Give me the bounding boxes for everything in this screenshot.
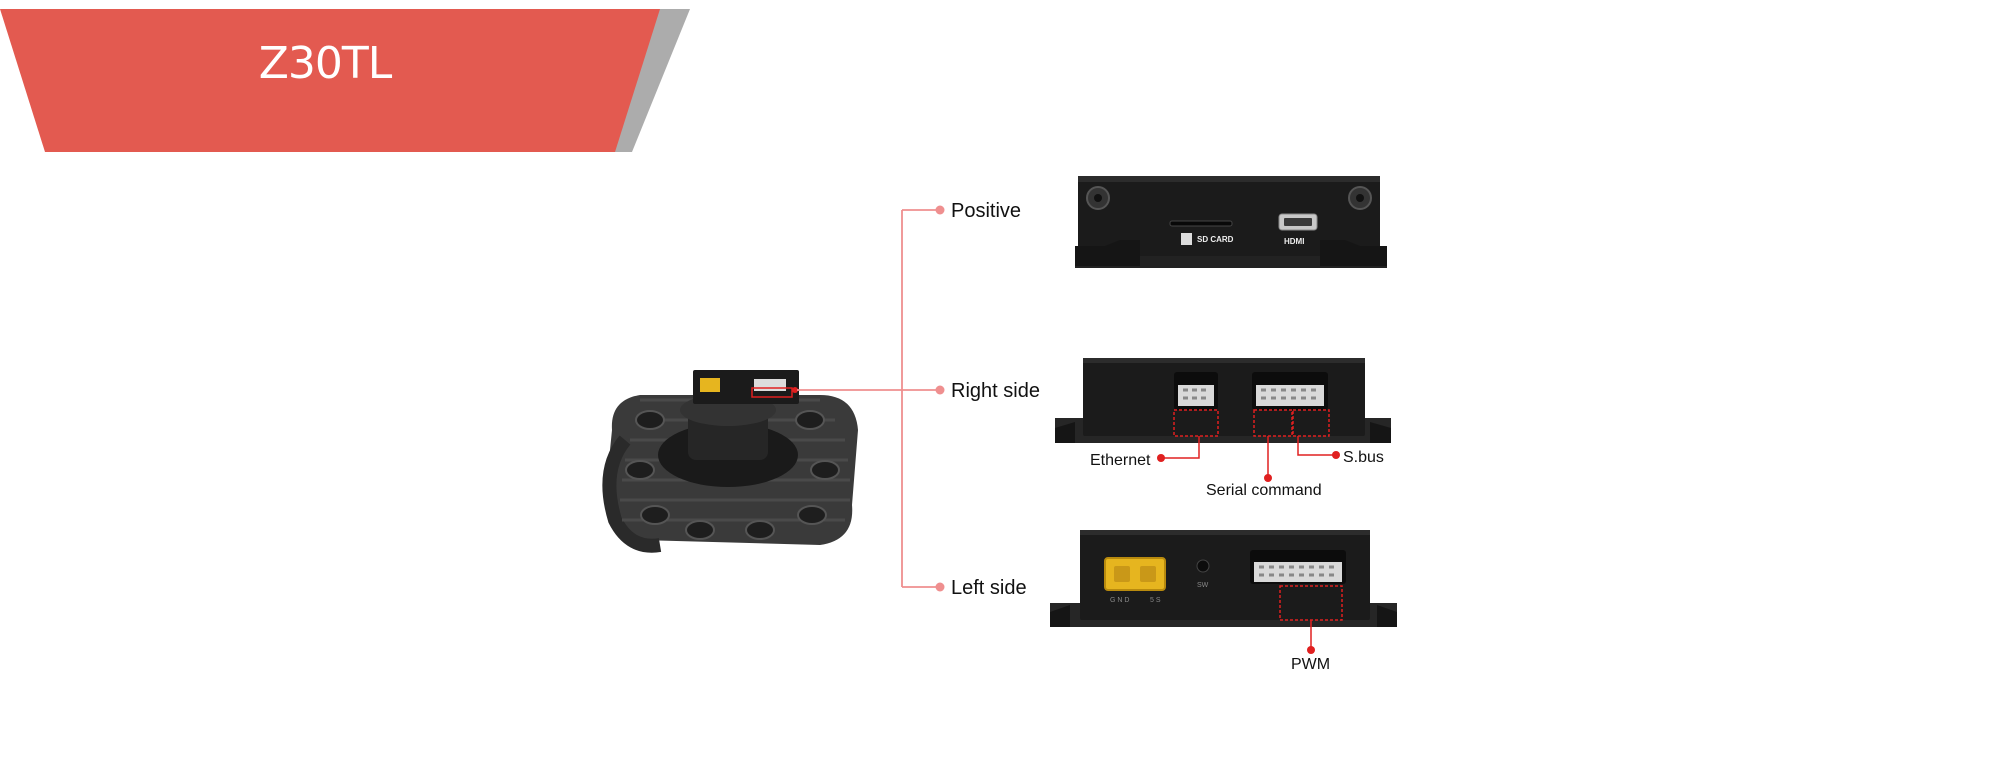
multi-connector (1256, 385, 1324, 406)
sw-button (1196, 559, 1210, 573)
label-right-side: Right side (951, 380, 1040, 402)
ethernet-highlight (1173, 409, 1219, 437)
damper-rings (625, 410, 840, 540)
sd-card-icon (1181, 233, 1192, 245)
pwm-connector (1254, 562, 1342, 582)
banner-background (0, 9, 660, 152)
ethernet-connector (1178, 385, 1214, 406)
view-connectors (797, 205, 945, 592)
title-banner: Z30TL (0, 0, 700, 160)
connector-dot-positive (935, 205, 945, 215)
pwm-label: PWM (1291, 656, 1330, 673)
banner-title: Z30TL (258, 38, 393, 89)
port-highlight-small (751, 387, 793, 398)
banner-shape (0, 9, 690, 152)
label-left-side: Left side (951, 577, 1027, 599)
sw-label: SW (1197, 582, 1209, 589)
hdmi-label: HDMI (1284, 237, 1304, 246)
right-side-port-leaders (1157, 436, 1340, 482)
connector-dot-left (935, 582, 945, 592)
device-right-side-view (1055, 358, 1391, 443)
sbus-highlight (1292, 409, 1330, 437)
gimbal-mount-image (602, 370, 858, 553)
svg-text:5 S: 5 S (1150, 597, 1161, 604)
plate-edge (602, 435, 662, 553)
ethernet-label: Ethernet (1090, 452, 1151, 469)
port-connector-small (754, 379, 786, 391)
sd-card-slot (1169, 220, 1233, 227)
sd-card-label: SD CARD (1197, 235, 1234, 244)
power-connector-small (700, 378, 720, 392)
pwm-leader (1307, 620, 1315, 654)
svg-text:G N D: G N D (1110, 597, 1129, 604)
label-positive: Positive (951, 200, 1021, 222)
front-body (1078, 176, 1380, 256)
device-left-side-view: G N D 5 S SW (1050, 530, 1397, 627)
sbus-label: S.bus (1343, 449, 1384, 466)
device-front-view: SD CARD HDMI (1075, 176, 1387, 268)
connector-dot-right (935, 385, 945, 395)
control-box-marker (792, 387, 798, 393)
serial-highlight (1253, 409, 1293, 437)
serial-command-label: Serial command (1206, 482, 1322, 499)
